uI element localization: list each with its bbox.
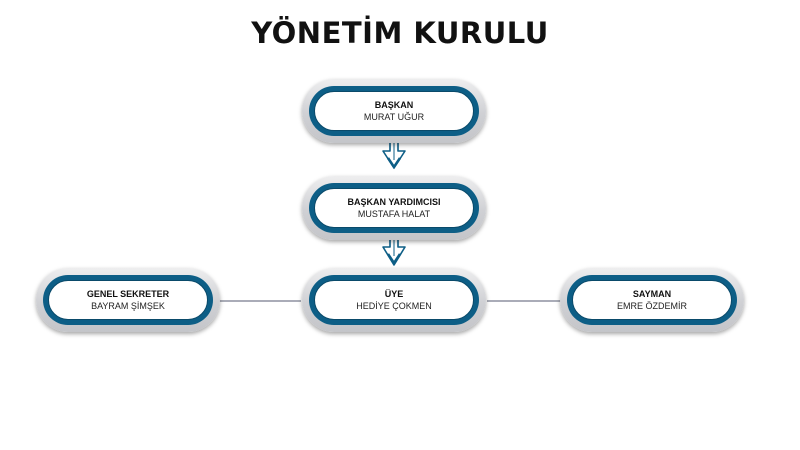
node-role: SAYMAN bbox=[632, 289, 672, 299]
node-name: EMRE ÖZDEMİR bbox=[616, 301, 687, 311]
node-role: ÜYE bbox=[384, 289, 404, 299]
node-name: MURAT UĞUR bbox=[363, 112, 425, 122]
node-role: BAŞKAN bbox=[374, 100, 414, 110]
node-baskan: BAŞKAN MURAT UĞUR bbox=[302, 79, 486, 143]
node-name: BAYRAM ŞİMŞEK bbox=[91, 301, 165, 311]
node-sayman: SAYMAN EMRE ÖZDEMİR bbox=[560, 268, 744, 332]
node-name: HEDİYE ÇOKMEN bbox=[356, 301, 432, 311]
node-role: BAŞKAN YARDIMCISI bbox=[347, 197, 441, 207]
node-uye: ÜYE HEDİYE ÇOKMEN bbox=[302, 268, 486, 332]
node-name: MUSTAFA HALAT bbox=[357, 209, 431, 219]
page-title: YÖNETİM KURULU bbox=[251, 16, 549, 50]
node-role: GENEL SEKRETER bbox=[86, 289, 170, 299]
node-genel-sekreter: GENEL SEKRETER BAYRAM ŞİMŞEK bbox=[36, 268, 220, 332]
node-baskan-yardimcisi: BAŞKAN YARDIMCISI MUSTAFA HALAT bbox=[302, 176, 486, 240]
